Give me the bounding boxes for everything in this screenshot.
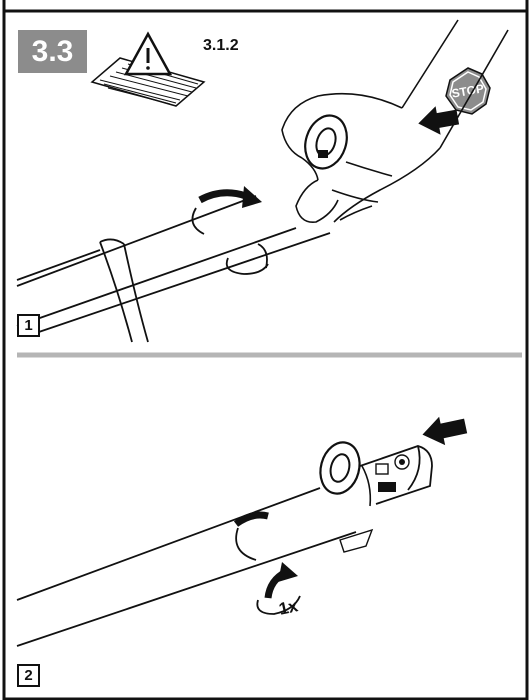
warning-reference: 3.1.2 <box>203 37 239 54</box>
pole-end-cap <box>339 454 410 553</box>
push-arrow-icon-2 <box>422 416 468 446</box>
stop-sign-icon: STOP <box>445 67 491 115</box>
rotate-arrow-2a <box>233 511 269 527</box>
rotate-arrow-1 <box>198 189 248 204</box>
hand-drawing <box>281 19 509 223</box>
rotate-arrowhead-1 <box>242 186 262 208</box>
rotate-arrowhead-2 <box>278 562 298 582</box>
pole-sleeve-2 <box>235 527 301 615</box>
pole-body-2 <box>16 445 433 647</box>
section-number: 3.3 <box>18 30 87 73</box>
rotation-count-label: 1x <box>277 596 300 619</box>
pull-ring-2 <box>319 441 361 495</box>
pull-ring-1 <box>304 114 348 170</box>
step-number-1: 1 <box>17 314 40 337</box>
pole-body-1 <box>16 195 331 343</box>
step-number-2: 2 <box>17 664 40 687</box>
warning-manual-icon <box>90 31 206 107</box>
pole-sleeve-1 <box>191 207 269 275</box>
push-arrow-icon <box>418 106 460 135</box>
